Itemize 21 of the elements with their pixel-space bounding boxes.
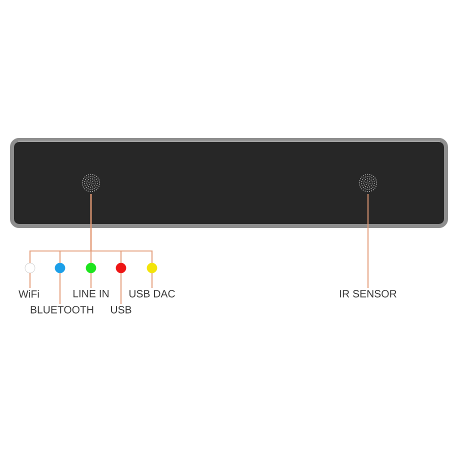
- indicator-dot: [24, 262, 36, 274]
- mode-label: BLUETOOTH: [30, 306, 94, 314]
- part-label: IR SENSOR: [340, 290, 396, 298]
- mode-label: USB: [111, 306, 132, 314]
- indicator-dot: [54, 262, 66, 274]
- indicator-dot: [146, 262, 158, 274]
- mode-label: USB DAC: [129, 290, 175, 298]
- grille: [358, 174, 378, 192]
- mode-label: LINE IN: [73, 290, 109, 298]
- leader-line: [29, 273, 31, 288]
- mode-label: WiFi: [18, 290, 39, 298]
- leader-line: [59, 273, 61, 304]
- grille: [82, 174, 100, 192]
- leader-line: [367, 194, 369, 288]
- leader-line: [151, 273, 153, 288]
- leader-line: [90, 194, 153, 263]
- device-panel: [10, 138, 448, 228]
- leader-line: [90, 273, 92, 288]
- leader-line: [120, 273, 122, 304]
- indicator-dot: [86, 262, 96, 274]
- indicator-dot: [116, 262, 126, 274]
